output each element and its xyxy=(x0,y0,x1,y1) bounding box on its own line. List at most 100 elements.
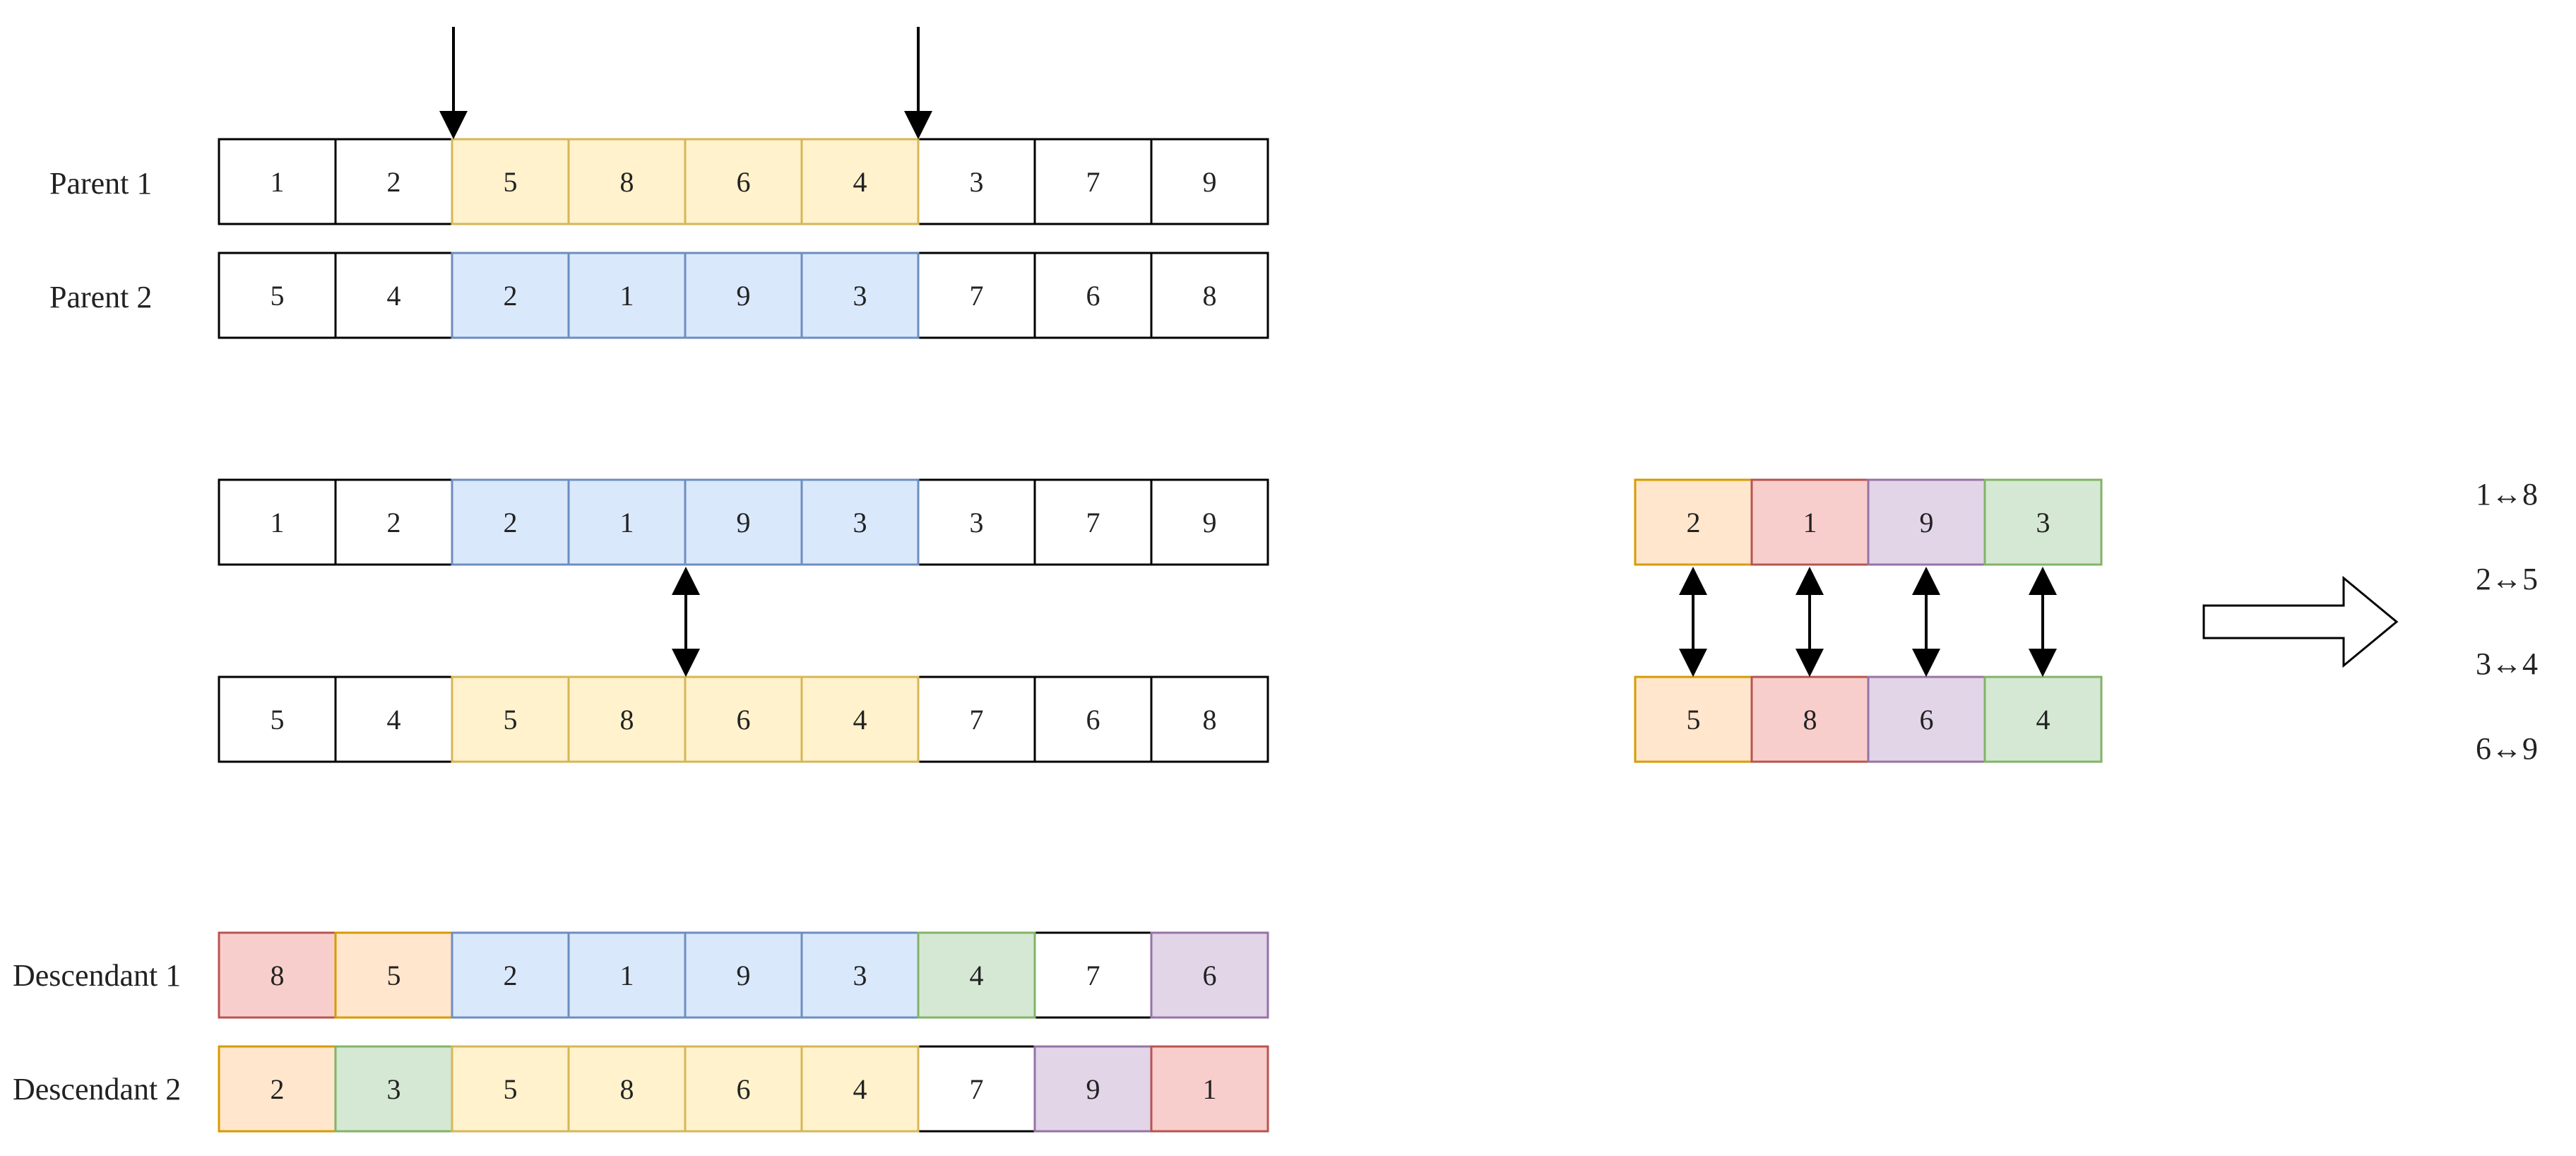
gene-cell: 3 xyxy=(334,1045,453,1133)
mapping-relation: 1↔8 xyxy=(2476,477,2538,512)
gene-value: 4 xyxy=(970,960,984,991)
gene-cell-box xyxy=(684,1045,803,1133)
gene-cell-box xyxy=(1150,931,1269,1019)
gene-cell: 9 xyxy=(1150,138,1269,225)
gene-value: 1 xyxy=(620,280,634,312)
gene-value: 1 xyxy=(1803,507,1817,538)
gene-value: 7 xyxy=(970,1073,984,1105)
gene-cell: 7 xyxy=(917,1045,1036,1133)
gene-cell: 4 xyxy=(334,252,453,339)
gene-cell-box xyxy=(917,1045,1036,1133)
gene-value: 3 xyxy=(970,507,984,538)
gene-cell: 6 xyxy=(1150,931,1269,1019)
gene-cell-box xyxy=(917,252,1036,339)
gene-cell-box xyxy=(1750,478,1870,566)
gene-cell-box xyxy=(218,138,337,225)
gene-cell: 6 xyxy=(1867,676,1986,763)
gene-cell: 5 xyxy=(1634,676,1753,763)
gene-cell: 7 xyxy=(1033,478,1153,566)
gene-cell-box xyxy=(1150,1045,1269,1133)
gene-cell-box xyxy=(917,138,1036,225)
gene-cell: 8 xyxy=(567,1045,687,1133)
gene-value: 1 xyxy=(271,507,285,538)
gene-cell-box xyxy=(1867,676,1986,763)
gene-value: 6 xyxy=(1203,960,1217,991)
gene-cell: 3 xyxy=(800,252,920,339)
gene-cell: 5 xyxy=(451,138,570,225)
gene-value: 8 xyxy=(1203,280,1217,312)
gene-value: 2 xyxy=(387,507,401,538)
gene-cell: 3 xyxy=(800,478,920,566)
gene-value: 2 xyxy=(271,1073,285,1105)
gene-value: 4 xyxy=(853,1073,867,1105)
gene-cell-box xyxy=(334,138,453,225)
gene-cell: 3 xyxy=(917,138,1036,225)
gene-cell: 2 xyxy=(451,478,570,566)
gene-value: 4 xyxy=(387,280,401,312)
gene-value: 4 xyxy=(853,704,867,736)
gene-value: 9 xyxy=(737,507,751,538)
gene-cell: 9 xyxy=(684,931,803,1019)
gene-cell: 8 xyxy=(567,138,687,225)
segment-top-row: 2 1 9 3 xyxy=(1634,478,2103,566)
gene-value: 2 xyxy=(1687,507,1701,538)
gene-cell-box xyxy=(800,1045,920,1133)
gene-value: 3 xyxy=(853,507,867,538)
gene-value: 5 xyxy=(504,166,518,198)
gene-value: 1 xyxy=(620,960,634,991)
gene-value: 5 xyxy=(504,704,518,736)
gene-cell: 3 xyxy=(1983,478,2103,566)
parent-2-label: Parent 2 xyxy=(49,280,152,314)
gene-cell-box xyxy=(684,931,803,1019)
gene-cell: 6 xyxy=(1033,252,1153,339)
gene-cell: 1 xyxy=(218,478,337,566)
gene-cell-box xyxy=(1634,478,1753,566)
mapping-relation: 3↔4 xyxy=(2476,647,2538,681)
gene-value: 6 xyxy=(737,166,751,198)
gene-cell-box xyxy=(1033,931,1153,1019)
gene-cell-box xyxy=(567,931,687,1019)
gene-value: 1 xyxy=(620,507,634,538)
gene-cell-box xyxy=(1033,478,1153,566)
gene-value: 3 xyxy=(387,1073,401,1105)
gene-cell-box xyxy=(1983,676,2103,763)
gene-cell: 5 xyxy=(218,676,337,763)
gene-cell: 8 xyxy=(1150,676,1269,763)
gene-value: 8 xyxy=(1803,704,1817,736)
gene-value: 5 xyxy=(271,280,285,312)
gene-cell: 4 xyxy=(800,676,920,763)
gene-cell-box xyxy=(567,1045,687,1133)
gene-cell: 5 xyxy=(451,1045,570,1133)
gene-cell: 4 xyxy=(917,931,1036,1019)
gene-value: 3 xyxy=(853,960,867,991)
gene-value: 1 xyxy=(271,166,285,198)
gene-cell: 8 xyxy=(1750,676,1870,763)
gene-cell-box xyxy=(218,252,337,339)
gene-cell: 7 xyxy=(917,252,1036,339)
gene-value: 9 xyxy=(1920,507,1934,538)
gene-cell: 2 xyxy=(334,138,453,225)
parent-1-label: Parent 1 xyxy=(49,166,152,201)
mapping-relation: 6↔9 xyxy=(2476,731,2538,766)
gene-cell: 4 xyxy=(1983,676,2103,763)
gene-value: 6 xyxy=(1086,704,1100,736)
gene-value: 4 xyxy=(387,704,401,736)
gene-cell-box xyxy=(1150,138,1269,225)
gene-value: 3 xyxy=(970,166,984,198)
gene-cell: 6 xyxy=(1033,676,1153,763)
gene-cell: 1 xyxy=(1150,1045,1269,1133)
descendant-1-label: Descendant 1 xyxy=(13,958,181,993)
gene-cell: 5 xyxy=(451,676,570,763)
gene-cell-box xyxy=(1150,478,1269,566)
gene-value: 1 xyxy=(1203,1073,1217,1105)
gene-cell: 2 xyxy=(334,478,453,566)
gene-value: 7 xyxy=(970,280,984,312)
gene-cell: 9 xyxy=(1867,478,1986,566)
gene-value: 4 xyxy=(853,166,867,198)
gene-cell: 9 xyxy=(684,252,803,339)
gene-cell-box xyxy=(334,1045,453,1133)
gene-cell-box xyxy=(684,676,803,763)
